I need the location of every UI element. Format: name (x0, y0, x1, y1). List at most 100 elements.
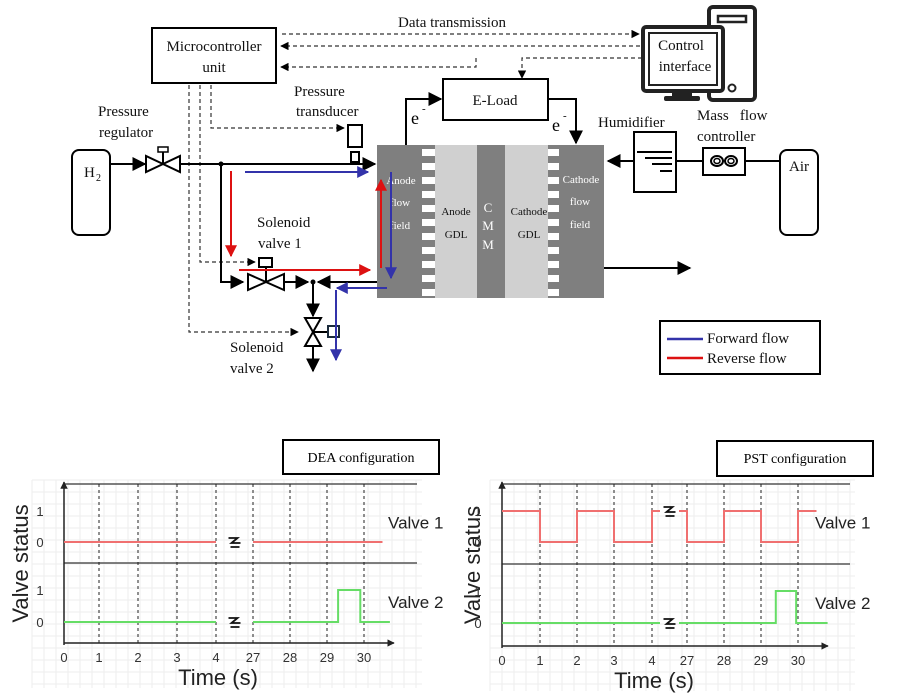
chart-title: PST configuration (744, 452, 847, 467)
electron-sup-anode: - (422, 103, 426, 115)
h2-tank: H 2 (71, 149, 111, 236)
y-tick-label: 1 (474, 504, 481, 519)
x-tick-label: 1 (95, 650, 102, 665)
h2-subscript: 2 (96, 173, 101, 184)
y-tick-label: 0 (474, 616, 481, 631)
ccm (477, 145, 505, 298)
chart-grid (31, 479, 422, 688)
humidifier-icon (633, 131, 677, 193)
solenoid-valve-1-icon (247, 257, 285, 292)
pressure-regulator-label-1: Pressure (98, 104, 149, 120)
legend-forward-label: Forward flow (707, 331, 789, 347)
ccm-label-2: M (482, 218, 494, 233)
chart-title-box: DEA configuration (282, 439, 440, 475)
pressure-transducer-label-2: transducer (296, 104, 358, 120)
axis-break-icon (228, 537, 241, 548)
cathode-gdl (505, 145, 548, 298)
anode-gdl (435, 145, 477, 298)
anode-flow-field-label-3: field (390, 220, 411, 232)
anode-flow-field-label-1: Anode (386, 175, 415, 187)
x-tick-label: 30 (357, 650, 371, 665)
x-tick-label: 2 (573, 653, 580, 668)
y-axis-label: Valve status (8, 504, 33, 622)
y-tick-label: 1 (474, 584, 481, 599)
legend-reverse-label: Reverse flow (707, 351, 787, 367)
anode-gdl-label-2: GDL (445, 229, 468, 241)
flow-legend: Forward flow Reverse flow (659, 320, 821, 375)
e-load-label: E-Load (473, 93, 518, 109)
x-axis-label: Time (s) (614, 668, 694, 693)
reverse-flow-arrows (225, 171, 387, 276)
x-tick-label: 0 (498, 653, 505, 668)
y-tick-label: 0 (474, 535, 481, 550)
cathode-flow-field-label-2: flow (570, 196, 590, 208)
h2-label: H (84, 165, 95, 181)
chart-title: DEA configuration (308, 451, 415, 466)
anode-gdl-label-1: Anode (441, 206, 470, 218)
chart-grid (489, 479, 855, 691)
air-label: Air (789, 159, 809, 175)
cathode-gdl-label-1: Cathode (511, 206, 548, 218)
humidifier-label: Humidifier (598, 115, 665, 131)
series-label: Valve 2 (388, 593, 443, 612)
chart-title-box: PST configuration (716, 440, 874, 477)
solenoid-valve-2-label-1: Solenoid (230, 340, 284, 356)
series-line-valve-1 (502, 510, 660, 543)
solenoid-valve-2-label-2: valve 2 (230, 361, 274, 377)
cathode-flow-field (559, 145, 604, 298)
ccm-label-1: C (484, 200, 493, 215)
anode-flow-field (377, 145, 422, 298)
series-label: Valve 1 (815, 514, 870, 533)
air-tank: Air (779, 149, 819, 236)
x-tick-label: 28 (283, 650, 297, 665)
pressure-transducer-icon (347, 124, 363, 163)
y-axis-label: Valve status (460, 506, 485, 624)
ccm-label-3: M (482, 237, 494, 252)
e-load: E-Load (442, 78, 549, 121)
solenoid-valve-1-label-2: valve 1 (258, 236, 302, 252)
control-interface-label-2: interface (659, 59, 712, 75)
series-line-valve-2-after-break (679, 590, 828, 624)
axis-break-icon (228, 617, 241, 628)
y-tick-label: 0 (36, 535, 43, 550)
x-tick-label: 29 (320, 650, 334, 665)
x-tick-label: 30 (791, 653, 805, 668)
data-transmission-label: Data transmission (398, 15, 506, 31)
cathode-gdl-label-2: GDL (518, 229, 541, 241)
electron-sup-cathode: - (563, 110, 567, 122)
pressure-regulator-label-2: regulator (99, 125, 153, 141)
solenoid-valve-2-icon (303, 317, 340, 347)
x-tick-label: 28 (717, 653, 731, 668)
electron-label-cathode: e (552, 115, 560, 135)
microcontroller-label-1: Microcontroller (167, 39, 262, 55)
series-line-valve-1-after-break (679, 510, 817, 543)
computer-icon: Control interface (641, 5, 757, 102)
data-lines (188, 29, 642, 337)
x-tick-label: 0 (60, 650, 67, 665)
x-tick-label: 27 (680, 653, 694, 668)
forward-flow-arrows (245, 166, 397, 362)
x-tick-label: 4 (212, 650, 219, 665)
anode-flow-field-label-2: flow (390, 197, 410, 209)
y-tick-label: 1 (36, 504, 43, 519)
series-label: Valve 1 (388, 514, 443, 533)
pressure-transducer-label-1: Pressure (294, 84, 345, 100)
mass-flow-controller-label-2: controller (697, 129, 755, 145)
microcontroller-label-2: unit (202, 60, 226, 76)
series-line-valve-2-after-break (253, 589, 390, 623)
mass-flow-controller-icon (702, 147, 746, 176)
fuel-cell-stack: Anode flow field Anode GDL C M M Cathode… (377, 145, 604, 298)
axis-break-icon (663, 506, 676, 517)
mass-flow-controller-label-1: Mass flow (697, 108, 768, 124)
microcontroller-unit: Microcontroller unit (151, 27, 277, 84)
cathode-flow-field-label-3: field (570, 219, 591, 231)
x-tick-label: 3 (610, 653, 617, 668)
x-axis-label: Time (s) (178, 665, 258, 690)
pressure-regulator-valve-icon (145, 146, 181, 174)
x-tick-label: 29 (754, 653, 768, 668)
y-tick-label: 1 (36, 583, 43, 598)
axis-break-icon (663, 618, 676, 629)
